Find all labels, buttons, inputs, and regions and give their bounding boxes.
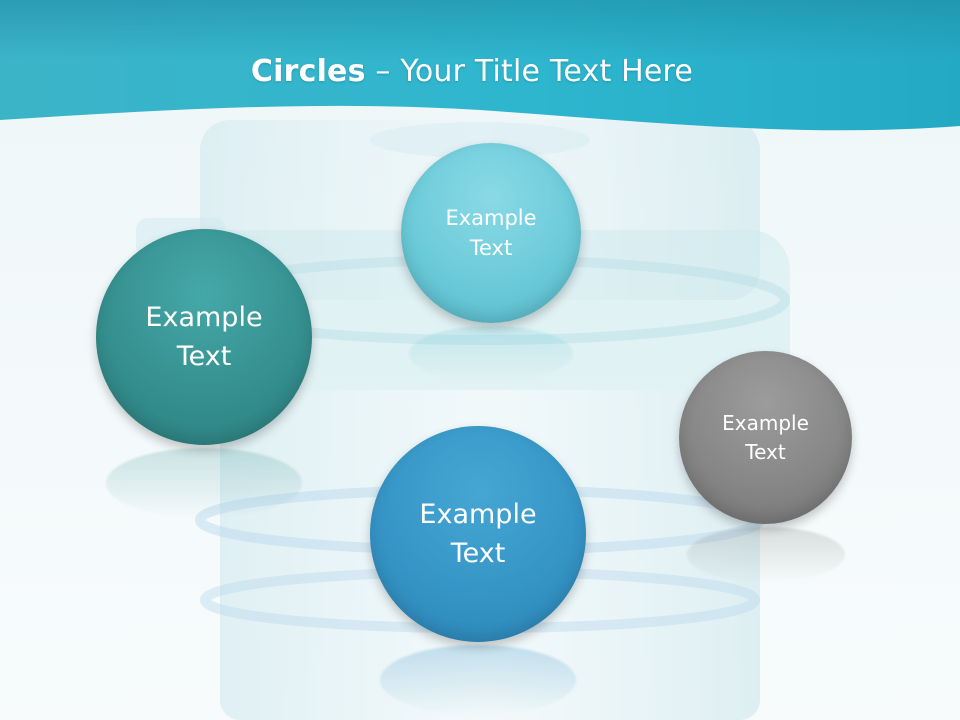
circle-light-blue-label: Example Text	[445, 205, 537, 260]
blue-circle-reflection	[380, 645, 576, 715]
slide-title: Circles – Your Title Text Here	[0, 54, 944, 89]
title-rest-part: – Your Title Text Here	[365, 54, 694, 89]
circle-gray-label: Example Text	[722, 410, 809, 464]
circle-light-blue: Example Text	[401, 143, 581, 323]
header-wave-band	[0, 0, 960, 131]
teal-circle-reflection	[106, 448, 302, 518]
light-circle-reflection	[409, 326, 573, 382]
circle-gray: Example Text	[679, 351, 852, 524]
circle-teal-label: Example Text	[145, 301, 263, 372]
circle-blue: Example Text	[370, 426, 586, 642]
gray-circle-reflection	[687, 527, 845, 582]
title-bold-part: Circles	[250, 54, 366, 89]
circle-blue-label: Example Text	[419, 498, 537, 569]
circle-teal: Example Text	[96, 229, 312, 445]
